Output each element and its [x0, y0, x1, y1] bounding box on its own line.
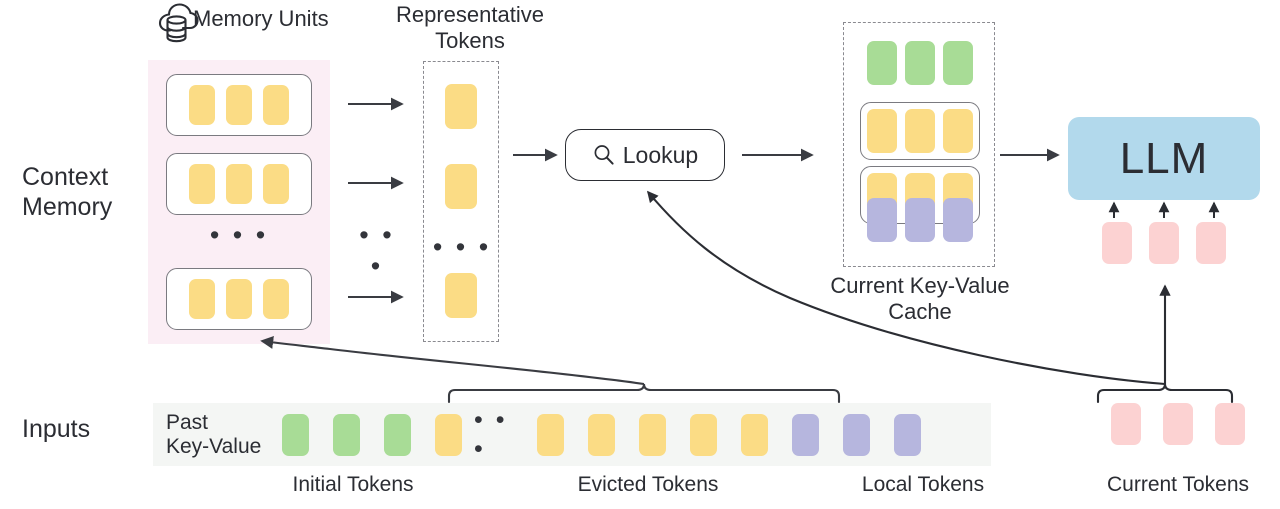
token-purple — [867, 198, 897, 242]
token-purple — [894, 413, 921, 456]
caption-initial-tokens: Initial Tokens — [292, 473, 414, 496]
row-label-inputs: Inputs — [22, 415, 91, 443]
brace-current-tokens — [1096, 383, 1234, 404]
input-slot — [576, 413, 627, 456]
token-yellow — [943, 109, 973, 153]
token-purple — [943, 198, 973, 242]
llm-label: LLM — [1119, 133, 1209, 183]
kv-row-initial — [844, 41, 996, 85]
token-pink — [1196, 222, 1226, 264]
context-memory-panel: • • • — [148, 60, 330, 344]
caption-evicted-tokens: Evicted Tokens — [577, 473, 719, 496]
past-key-value-label: Past Key-Value — [166, 410, 262, 458]
llm-block[interactable]: LLM — [1068, 117, 1260, 200]
lookup-button[interactable]: Lookup — [565, 129, 725, 181]
token-purple — [905, 198, 935, 242]
token-green — [905, 41, 935, 85]
token-yellow — [537, 413, 564, 456]
header-memory-units: Memory Units — [193, 6, 329, 31]
token-yellow — [226, 85, 252, 125]
input-slot — [270, 413, 321, 456]
token-yellow — [588, 413, 615, 456]
inputs-strip: Past Key-Value • • • — [153, 403, 991, 466]
kv-row-retrieved-unit[interactable] — [860, 102, 980, 160]
caption-current-tokens: Current Tokens — [1106, 473, 1250, 496]
input-slot — [882, 413, 933, 456]
token-yellow — [263, 85, 289, 125]
token-yellow — [435, 413, 462, 456]
current-kv-cache-box — [843, 22, 995, 267]
llm-input-tokens — [1068, 222, 1260, 264]
token-yellow — [867, 109, 897, 153]
input-slot — [372, 413, 423, 456]
token-yellow — [741, 413, 768, 456]
input-slot — [678, 413, 729, 456]
token-green — [943, 41, 973, 85]
token-purple — [792, 413, 819, 456]
token-yellow — [263, 279, 289, 319]
representative-token — [445, 84, 477, 129]
token-yellow — [905, 109, 935, 153]
kv-row-local — [844, 198, 996, 242]
search-icon — [594, 145, 614, 165]
input-slot — [780, 413, 831, 456]
token-yellow — [263, 164, 289, 204]
row-label-context-memory: Context Memory — [22, 163, 113, 221]
cloud-database-icon — [158, 3, 199, 43]
memory-units-ellipsis: • • • — [209, 220, 269, 250]
middle-ellipsis: • • • — [359, 220, 395, 281]
token-green — [867, 41, 897, 85]
token-green — [384, 413, 411, 456]
input-slot-ellipsis: • • • — [474, 406, 525, 464]
current-tokens-group — [1098, 403, 1258, 445]
caption-local-tokens: Local Tokens — [861, 473, 985, 496]
token-green — [333, 413, 360, 456]
token-yellow — [189, 279, 215, 319]
representative-token — [445, 273, 477, 318]
brace-evicted-tokens — [447, 383, 841, 404]
token-green — [282, 413, 309, 456]
token-pink — [1149, 222, 1179, 264]
inputs-token-sequence: • • • — [270, 406, 933, 464]
header-representative-tokens: Representative Tokens — [396, 2, 544, 53]
lookup-label: Lookup — [622, 141, 699, 168]
token-pink — [1163, 403, 1193, 445]
token-pink — [1102, 222, 1132, 264]
token-yellow — [639, 413, 666, 456]
input-slot — [831, 413, 882, 456]
representative-token — [445, 164, 477, 209]
memory-unit[interactable] — [166, 268, 312, 330]
token-yellow — [226, 279, 252, 319]
memory-unit[interactable] — [166, 153, 312, 215]
token-yellow — [226, 164, 252, 204]
token-yellow — [189, 164, 215, 204]
representative-tokens-box: • • • — [423, 61, 499, 342]
input-slot — [423, 413, 474, 456]
token-pink — [1111, 403, 1141, 445]
token-purple — [843, 413, 870, 456]
input-slot — [729, 413, 780, 456]
representative-tokens-ellipsis: • • • — [432, 232, 492, 262]
token-pink — [1215, 403, 1245, 445]
arrow-evicted-to-memory — [260, 335, 645, 386]
token-yellow — [690, 413, 717, 456]
caption-current-kv-cache: Current Key-Value Cache — [830, 273, 1010, 324]
input-slot — [321, 413, 372, 456]
token-yellow — [189, 85, 215, 125]
input-slot — [627, 413, 678, 456]
inputs-ellipsis: • • • — [474, 405, 508, 463]
memory-unit[interactable] — [166, 74, 312, 136]
input-slot — [525, 413, 576, 456]
